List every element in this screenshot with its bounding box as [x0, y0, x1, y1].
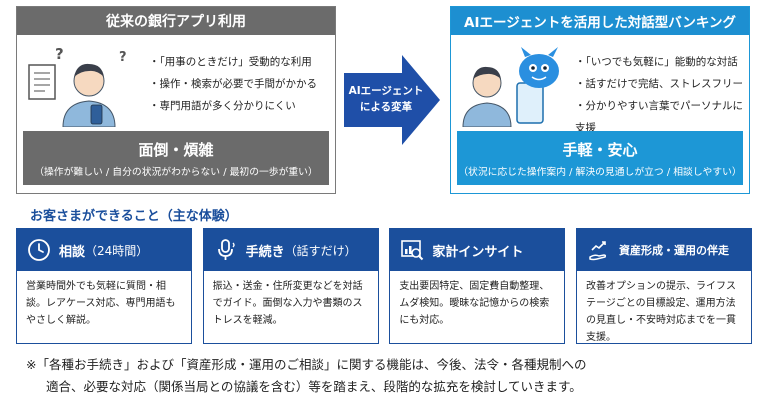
- question-mark-icon: ?: [119, 50, 127, 65]
- summary-subtitle: （状況に応じた操作案内 / 解決の見通しが立つ / 相談しやすい）: [458, 166, 742, 178]
- clock-icon: [28, 239, 50, 261]
- card-title: 資産形成・運用の伴走: [618, 244, 729, 257]
- footnote: ※「各種お手続き」および「資産形成・運用のご相談」に関する機能は、今後、法令・各…: [26, 354, 746, 398]
- experience-card-household-insight: 家計インサイト 支出要因特定、固定費自動整理、ムダ検知。曖昧な記憶からの検索にも…: [389, 228, 566, 344]
- list-item: 専門用語が多く分かりにくい: [149, 95, 317, 117]
- transformation-label-line1: AIエージェント: [348, 85, 424, 97]
- card-title-suffix: （話すだけ）: [284, 243, 357, 258]
- conventional-issues-list: 「用事のときだけ」受動的な利用 操作・検索が必要で手間がかかる 専門用語が多く分…: [149, 51, 318, 117]
- list-item: 話すだけで完結、ストレスフリー: [575, 73, 749, 95]
- summary-title: 面倒・煩雑: [138, 140, 214, 159]
- card-header: 家計インサイト: [390, 229, 565, 271]
- happy-user-with-ai-illustration: [462, 47, 559, 127]
- transformation-label: AIエージェント による変革: [348, 83, 424, 115]
- footnote-line1: ※「各種お手続き」および「資産形成・運用のご相談」に関する機能は、今後、法令・各…: [26, 357, 587, 372]
- summary-subtitle: （操作が難しい / 自分の状況がわからない / 最初の一歩が重い）: [34, 166, 318, 178]
- experience-card-asset-building: 資産形成・運用の伴走 改善オプションの提示、ライフステージごとの目標設定、運用方…: [575, 228, 752, 344]
- conventional-summary: 面倒・煩雑 （操作が難しい / 自分の状況がわからない / 最初の一歩が重い）: [23, 131, 329, 185]
- list-item: 「用事のときだけ」受動的な利用: [149, 51, 317, 73]
- card-header: 相談 （24時間）: [17, 229, 191, 271]
- list-item: 操作・検索が必要で手間がかかる: [149, 73, 318, 95]
- experience-card-consultation: 相談 （24時間） 営業時間外でも気軽に質問・相談。レアケース対応、専門用語もや…: [16, 228, 192, 344]
- transformation-label-line2: による変革: [359, 101, 413, 113]
- ai-banking-summary: 手軽・安心 （状況に応じた操作案内 / 解決の見通しが立つ / 相談しやすい）: [457, 131, 743, 185]
- card-title: 相談: [59, 244, 86, 260]
- card-description: 振込・送金・住所変更などを対話でガイド。面倒な入力や書類のストレスを軽減。: [212, 281, 363, 326]
- footnote-line2: 適合、必要な対応（関係当局との協議を含む）等を踏まえ、段階的な拡充を検討していき…: [46, 379, 582, 394]
- ai-character-icon: [519, 47, 559, 88]
- card-header: 手続き （話すだけ）: [203, 229, 378, 271]
- experience-cards: 相談 （24時間） 営業時間外でも気軽に質問・相談。レアケース対応、専門用語もや…: [16, 228, 752, 344]
- analytics-icon: [401, 240, 424, 261]
- card-description: 支出要因特定、固定費自動整理、ムダ検知。曖昧な記憶からの検索にも対応。: [399, 281, 550, 326]
- conventional-app-title: 従来の銀行アプリ利用: [17, 7, 335, 35]
- smartphone-icon: [516, 82, 544, 124]
- experiences-heading: お客さまができること（主な体験）: [30, 209, 238, 224]
- card-title-suffix: （24時間）: [85, 243, 149, 258]
- growth-hand-icon: [589, 241, 607, 261]
- card-header: 資産形成・運用の伴走: [576, 229, 751, 271]
- ai-banking-benefits-list: 「いつでも気軽に」能動的な対話 話すだけで完結、ストレスフリー 分かりやすい言葉…: [575, 51, 749, 139]
- ai-banking-title: AIエージェントを活用した対話型バンキング: [451, 7, 749, 35]
- card-title: 家計インサイト: [432, 244, 524, 260]
- arrow-right-icon: [344, 55, 440, 145]
- card-description: 改善オプションの提示、ライフステージごとの目標設定、運用方法の見直し・不安時対応…: [585, 281, 736, 343]
- transformation-arrow: AIエージェント による変革: [344, 55, 440, 145]
- confused-user-illustration: ? ?: [28, 45, 127, 127]
- document-icon: [28, 64, 56, 100]
- conventional-app-panel: 従来の銀行アプリ利用 ? ? 「用事のときだけ」受動的な利用 操作・検索が必要で…: [16, 6, 336, 194]
- card-title: 手続き: [245, 244, 285, 260]
- list-item: 「いつでも気軽に」能動的な対話: [575, 51, 749, 73]
- card-description: 営業時間外でも気軽に質問・相談。レアケース対応、専門用語もやさしく解説。: [26, 281, 176, 326]
- summary-title: 手軽・安心: [562, 140, 638, 159]
- experience-card-procedures: 手続き （話すだけ） 振込・送金・住所変更などを対話でガイド。面倒な入力や書類の…: [202, 228, 379, 344]
- question-mark-icon: ?: [55, 45, 64, 63]
- ai-banking-panel: AIエージェントを活用した対話型バンキング 「いつでも気軽に」能動的な対話 話す…: [450, 6, 750, 194]
- microphone-icon: [217, 239, 235, 260]
